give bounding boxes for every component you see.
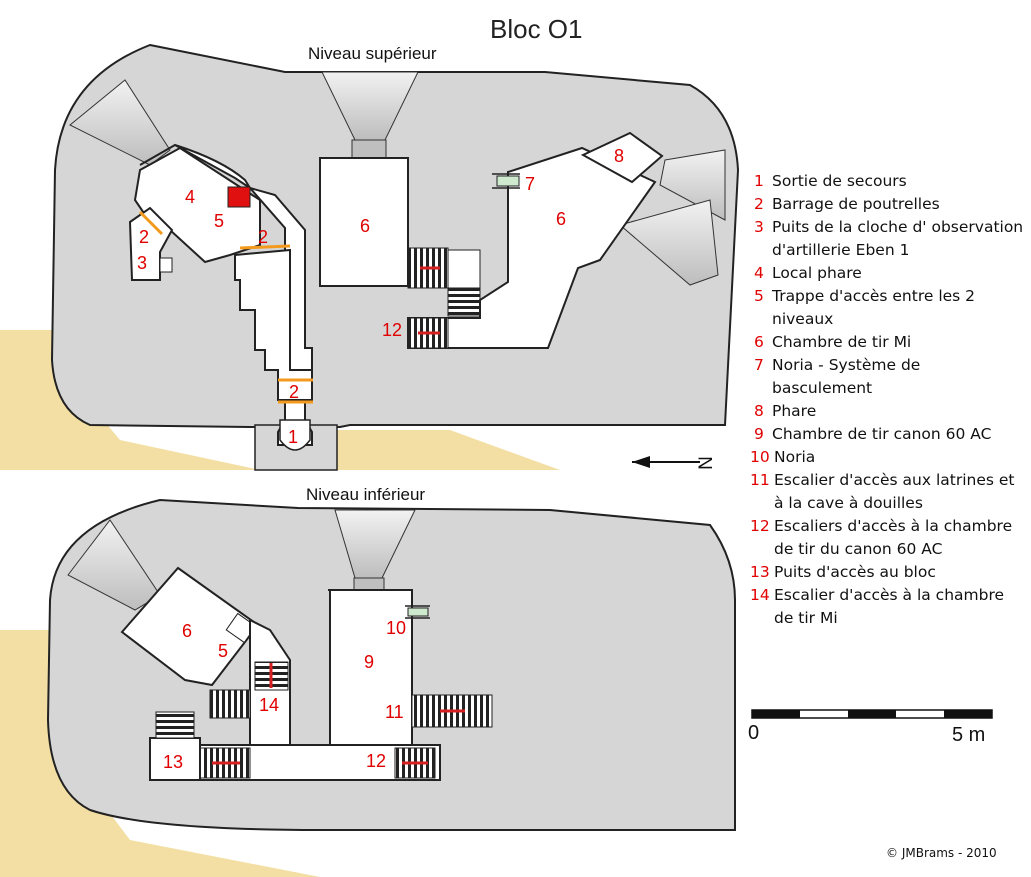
sand-ground-lower xyxy=(0,630,320,877)
label-lower-6: 6 xyxy=(182,621,193,641)
room-chambre-tir-mi-right xyxy=(407,146,657,349)
scale-end-label: 5 m xyxy=(952,724,986,746)
label-lower-12: 12 xyxy=(366,751,387,771)
label-lower-13: 13 xyxy=(163,752,184,772)
embrasure-left-upper xyxy=(69,79,171,166)
label-upper-4: 4 xyxy=(185,187,196,207)
diagram-title: Bloc O1 xyxy=(490,14,583,44)
level-label-upper: Niveau supérieur xyxy=(304,44,441,64)
label-upper-6a: 6 xyxy=(360,216,371,236)
scale-bar xyxy=(751,709,993,719)
label-lower-5: 5 xyxy=(218,641,229,661)
label-lower-14: 14 xyxy=(259,695,280,715)
label-upper-8: 8 xyxy=(614,146,625,166)
exit-arch xyxy=(279,419,311,451)
room-chambre-tir-mi-lower xyxy=(120,566,260,687)
stairs-12-upper xyxy=(407,317,449,349)
label-upper-12: 12 xyxy=(382,320,403,340)
trap-hatch-upper xyxy=(227,186,251,208)
beam-barrier-1 xyxy=(138,210,164,236)
stairs-puits xyxy=(155,711,195,739)
beam-barrier-2 xyxy=(239,244,291,250)
corridor-central-upper xyxy=(234,248,313,401)
label-upper-7: 7 xyxy=(525,174,536,194)
room-4-block xyxy=(133,146,261,264)
stairs-left-lower xyxy=(209,689,251,719)
room-puits-acces xyxy=(149,737,201,781)
label-lower-10: 10 xyxy=(386,618,407,638)
noria-lower xyxy=(407,607,429,617)
label-lower-9: 9 xyxy=(364,652,375,672)
label-upper-3: 3 xyxy=(137,253,148,273)
room-3-block xyxy=(128,206,174,281)
sand-ground-upper-right xyxy=(330,430,560,470)
noria-upper xyxy=(496,175,520,187)
label-upper-2c: 2 xyxy=(289,382,300,402)
label-lower-11: 11 xyxy=(385,702,404,722)
embrasure-right-upper-b xyxy=(618,199,719,286)
north-label: N xyxy=(695,456,717,470)
label-upper-2a: 2 xyxy=(139,227,150,247)
level-label-lower: Niveau inférieur xyxy=(302,485,430,505)
label-upper-6b: 6 xyxy=(556,209,567,229)
label-upper-5: 5 xyxy=(214,211,225,231)
room-chambre-tir-mi-central xyxy=(319,157,409,287)
room-phare xyxy=(580,131,664,184)
label-upper-2b: 2 xyxy=(258,227,269,247)
copyright-text: © JMBrams - 2010 xyxy=(886,846,997,860)
stairs-vertical-upper xyxy=(447,287,481,317)
label-upper-1: 1 xyxy=(288,427,299,447)
scale-start-label: 0 xyxy=(748,722,760,744)
